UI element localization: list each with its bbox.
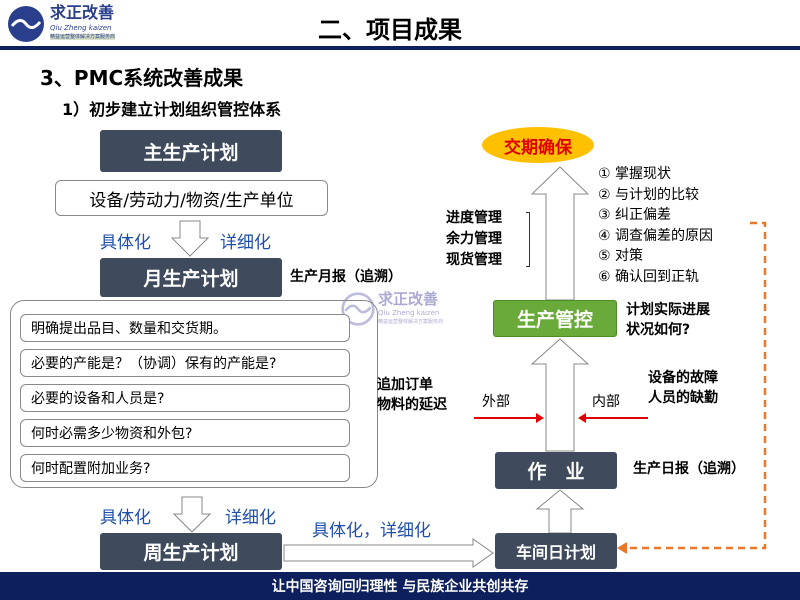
logo-name: 求正改善 bbox=[50, 3, 115, 22]
question-item: 何时配置附加业务? bbox=[20, 454, 350, 482]
up-arrow-icon bbox=[535, 489, 585, 534]
bracket bbox=[526, 212, 530, 267]
internal-cause: 设备的故障 bbox=[648, 370, 718, 386]
management-item: 现货管理 bbox=[446, 252, 502, 268]
header-divider bbox=[0, 46, 800, 50]
question-item: 必要的设备和人员是? bbox=[20, 384, 350, 412]
watermark-name: 求正改善 bbox=[378, 290, 439, 308]
step-item: ① 掌握现状 bbox=[598, 166, 672, 182]
section-subheading: 1）初步建立计划组织管控体系 bbox=[62, 100, 282, 119]
page-title: 二、项目成果 bbox=[318, 16, 462, 44]
detail-label-2: 详细化 bbox=[225, 508, 276, 528]
down-arrow-icon bbox=[172, 496, 212, 533]
concretize-label-1: 具体化 bbox=[100, 233, 151, 253]
monthly-plan-box: 月生产计划 bbox=[100, 258, 282, 297]
control-question: 计划实际进展 状况如何? bbox=[626, 300, 710, 340]
section-heading: 3、PMC系统改善成果 bbox=[40, 66, 244, 90]
internal-label: 内部 bbox=[592, 394, 620, 410]
concretize-label-2: 具体化 bbox=[100, 508, 151, 528]
delivery-ellipse: 交期确保 bbox=[482, 127, 594, 163]
logo-emblem-icon bbox=[8, 6, 44, 42]
daily-report-label: 生产日报（追溯） bbox=[633, 461, 745, 477]
questions-container bbox=[10, 300, 378, 488]
daily-plan-box: 车间日计划 bbox=[495, 533, 617, 569]
management-item: 余力管理 bbox=[446, 231, 502, 247]
external-cause: 追加订单 bbox=[377, 377, 433, 393]
external-causes: 追加订单 物料的延迟 bbox=[377, 375, 447, 415]
right-arrow-icon bbox=[283, 538, 494, 568]
step-item: ⑥ 确认回到正轨 bbox=[598, 268, 700, 285]
step-item: ③ 纠正偏差 bbox=[598, 207, 672, 223]
detail-label-1: 详细化 bbox=[220, 233, 271, 253]
step-item: ④ 调查偏差的原因 bbox=[598, 227, 714, 244]
question-item: 何时必需多少物资和外包? bbox=[20, 419, 350, 447]
step-item: ⑤ 对策 bbox=[598, 248, 644, 264]
red-arrow-right-icon bbox=[474, 413, 544, 423]
footer-text: 让中国咨询回归理性 与民族企业共创共存 bbox=[271, 579, 529, 595]
up-arrow-icon bbox=[530, 166, 590, 301]
external-cause: 物料的延迟 bbox=[377, 397, 447, 413]
logo-tagline: 精益运营整体解决方案服务商 bbox=[50, 34, 116, 40]
external-label: 外部 bbox=[482, 394, 510, 410]
monthly-report-label: 生产月报（追溯） bbox=[290, 269, 402, 285]
steps-list: ① 掌握现状 ② 与计划的比较 ③ 纠正偏差 ④ 调查偏差的原因 ⑤ 对策 ⑥ … bbox=[598, 164, 713, 287]
management-item: 进度管理 bbox=[446, 210, 502, 226]
master-plan-box: 主生产计划 bbox=[100, 130, 282, 172]
question-item: 明确提出品目、数量和交货期。 bbox=[20, 314, 350, 342]
production-control-box: 生产管控 bbox=[493, 300, 617, 337]
question-item: 必要的产能是？（协调）保有的产能是? bbox=[20, 349, 350, 377]
right-arrow-label: 具体化，详细化 bbox=[312, 521, 431, 541]
weekly-plan-box: 周生产计划 bbox=[100, 533, 282, 570]
step-item: ② 与计划的比较 bbox=[598, 186, 700, 203]
footer-bar: 让中国咨询回归理性 与民族企业共创共存 bbox=[0, 572, 800, 600]
work-box: 作 业 bbox=[495, 452, 617, 489]
logo: 求正改善 Qiu Zheng kaizen 精益运营整体解决方案服务商 bbox=[6, 4, 146, 44]
internal-causes: 设备的故障 人员的缺勤 bbox=[648, 368, 718, 408]
feedback-dashed-arrow bbox=[617, 221, 767, 554]
up-arrow-icon bbox=[530, 338, 590, 452]
control-question-line: 状况如何? bbox=[626, 322, 691, 338]
resources-box: 设备/劳动力/物资/生产单位 bbox=[55, 180, 328, 216]
down-arrow-icon bbox=[170, 220, 210, 257]
watermark-tagline: 精益运营整体解决方案服务商 bbox=[378, 319, 444, 325]
internal-cause: 人员的缺勤 bbox=[648, 390, 718, 406]
watermark-pinyin: Qiu Zheng kaizen bbox=[378, 309, 440, 317]
logo-pinyin: Qiu Zheng kaizen bbox=[50, 24, 112, 32]
red-arrow-left-icon bbox=[578, 413, 648, 423]
control-question-line: 计划实际进展 bbox=[626, 302, 710, 318]
management-list: 进度管理 余力管理 现货管理 bbox=[446, 208, 502, 271]
